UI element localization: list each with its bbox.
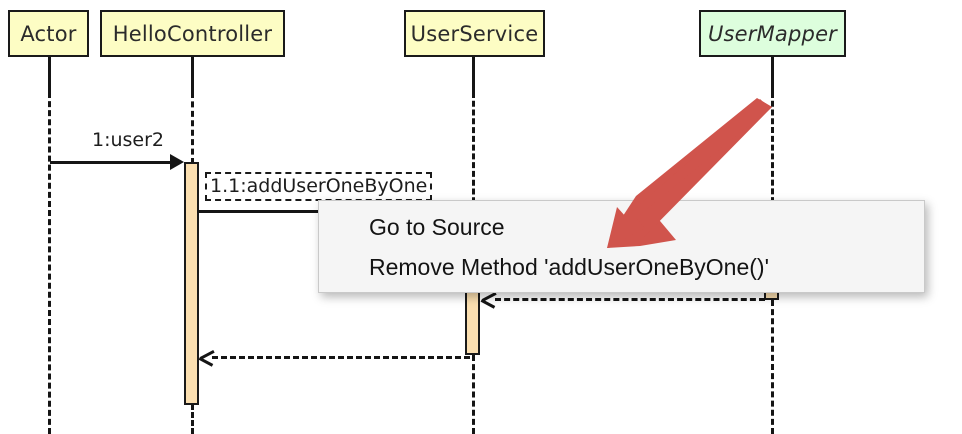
participant-userservice[interactable]: UserService [404, 10, 545, 57]
lifeline-userservice-head [472, 57, 475, 92]
lifeline-actor-head [48, 57, 51, 92]
activation-bar-hellocontroller[interactable] [184, 162, 199, 405]
message-arrowhead-1 [170, 154, 184, 170]
participant-label: UserMapper [707, 21, 838, 46]
lifeline-userservice [472, 92, 475, 212]
return-line-usermapper-to-userservice [495, 298, 765, 301]
lifeline-hellocontroller [191, 92, 194, 164]
menu-item-remove-method[interactable]: Remove Method 'addUserOneByOne()' [369, 254, 769, 280]
participant-label: HelloController [112, 21, 273, 46]
message-line-1 [50, 161, 172, 164]
message-label-1[interactable]: 1:user2 [92, 129, 165, 151]
lifeline-usermapper-head [771, 57, 774, 92]
participant-usermapper[interactable]: UserMapper [699, 10, 846, 57]
lifeline-actor [48, 92, 51, 434]
message-label-1-1[interactable]: 1.1:addUserOneByOne [205, 172, 433, 201]
lifeline-hellocontroller-head [191, 57, 194, 92]
lifeline-usermapper [771, 92, 774, 247]
participant-label: UserService [410, 21, 539, 46]
participant-actor[interactable]: Actor [8, 10, 89, 57]
context-menu[interactable]: Go to Source Remove Method 'addUserOneBy… [318, 200, 925, 293]
lifeline-hellocontroller-tail [191, 404, 194, 434]
lifeline-usermapper-tail [771, 300, 774, 434]
participant-hellocontroller[interactable]: HelloController [100, 10, 285, 57]
return-line-userservice-to-hellocontroller [212, 356, 470, 359]
menu-item-go-to-source[interactable]: Go to Source [369, 214, 505, 240]
participant-label: Actor [20, 21, 77, 46]
lifeline-userservice-tail [472, 355, 475, 434]
